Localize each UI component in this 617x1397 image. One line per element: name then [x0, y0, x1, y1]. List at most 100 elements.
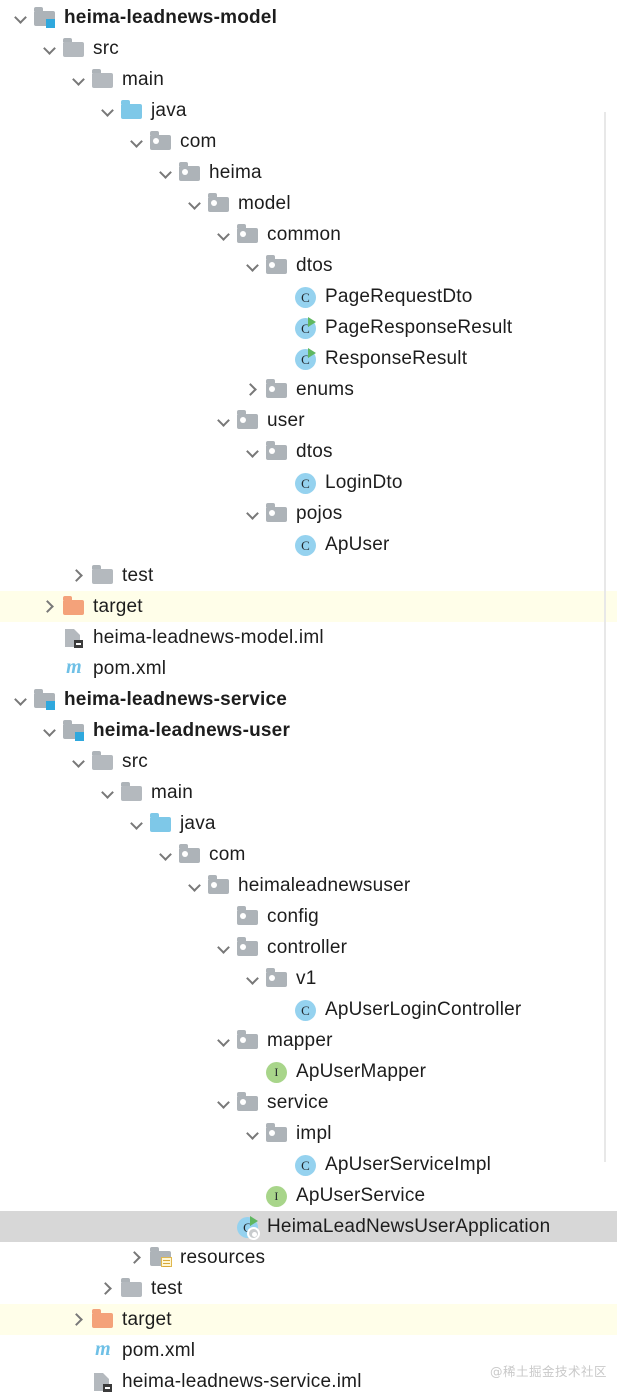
tree-row[interactable]: test: [0, 1273, 617, 1304]
tree-row[interactable]: common: [0, 219, 617, 250]
tree-row[interactable]: dtos: [0, 436, 617, 467]
chevron-down-icon[interactable]: [12, 2, 32, 33]
chevron-down-icon[interactable]: [157, 157, 177, 188]
package-folder-icon: [264, 1118, 290, 1149]
chevron-down-icon[interactable]: [244, 436, 264, 467]
chevron-right-icon[interactable]: [99, 1273, 119, 1304]
chevron-down-icon[interactable]: [186, 188, 206, 219]
chevron-down-icon[interactable]: [186, 870, 206, 901]
tree-row[interactable]: pojos: [0, 498, 617, 529]
tree-row-label: ApUser: [325, 533, 390, 555]
tree-row[interactable]: java: [0, 95, 617, 126]
tree-row[interactable]: heima-leadnews-user: [0, 715, 617, 746]
tree-row[interactable]: heimaleadnewsuser: [0, 870, 617, 901]
chevron-down-icon[interactable]: [215, 219, 235, 250]
chevron-down-icon[interactable]: [157, 839, 177, 870]
tree-row-label: ApUserService: [296, 1184, 426, 1206]
tree-row[interactable]: config: [0, 901, 617, 932]
tree-row-label: resources: [180, 1246, 266, 1268]
tree-row[interactable]: controller: [0, 932, 617, 963]
tree-row[interactable]: heima-leadnews-service: [0, 684, 617, 715]
chevron-down-icon[interactable]: [215, 405, 235, 436]
chevron-right-icon[interactable]: [70, 1304, 90, 1335]
chevron-down-icon[interactable]: [70, 746, 90, 777]
chevron-right-icon[interactable]: [128, 1242, 148, 1273]
sources-root-folder-icon: [148, 808, 174, 839]
chevron-down-icon[interactable]: [244, 498, 264, 529]
java-class-icon: C: [293, 529, 319, 560]
module-folder-icon: [32, 684, 58, 715]
tree-row-label: java: [151, 99, 187, 121]
chevron-down-icon[interactable]: [215, 932, 235, 963]
chevron-right-icon[interactable]: [244, 374, 264, 405]
tree-row[interactable]: impl: [0, 1118, 617, 1149]
tree-row[interactable]: main: [0, 64, 617, 95]
tree-row[interactable]: src: [0, 33, 617, 64]
chevron-down-icon[interactable]: [244, 1118, 264, 1149]
tree-row[interactable]: v1: [0, 963, 617, 994]
chevron-down-icon[interactable]: [244, 250, 264, 281]
tree-row[interactable]: enums: [0, 374, 617, 405]
chevron-right-icon[interactable]: [41, 591, 61, 622]
tree-row[interactable]: target: [0, 1304, 617, 1335]
tree-row[interactable]: com: [0, 126, 617, 157]
tree-row[interactable]: test: [0, 560, 617, 591]
sources-root-folder-icon: [119, 95, 145, 126]
folder-icon: [90, 64, 116, 95]
tree-row[interactable]: user: [0, 405, 617, 436]
chevron-down-icon[interactable]: [99, 95, 119, 126]
tree-row[interactable]: heima-leadnews-service.iml: [0, 1366, 617, 1397]
tree-row[interactable]: mapper: [0, 1025, 617, 1056]
twisty-placeholder: [273, 343, 293, 374]
tree-row[interactable]: C ApUser: [0, 529, 617, 560]
tree-row[interactable]: heima-leadnews-model: [0, 2, 617, 33]
tree-row-label: ResponseResult: [325, 347, 468, 369]
java-class-runnable-icon: C: [293, 343, 319, 374]
chevron-down-icon[interactable]: [128, 126, 148, 157]
vertical-scrollbar[interactable]: [604, 112, 606, 1162]
tree-row-label: heima-leadnews-service: [64, 688, 288, 710]
tree-row[interactable]: src: [0, 746, 617, 777]
twisty-placeholder: [215, 1211, 235, 1242]
chevron-down-icon[interactable]: [99, 777, 119, 808]
tree-row[interactable]: target: [0, 591, 617, 622]
package-folder-icon: [235, 1087, 261, 1118]
tree-row[interactable]: model: [0, 188, 617, 219]
tree-row[interactable]: service: [0, 1087, 617, 1118]
tree-row-label: LoginDto: [325, 471, 403, 493]
twisty-placeholder: [273, 994, 293, 1025]
tree-row[interactable]: java: [0, 808, 617, 839]
tree-row[interactable]: main: [0, 777, 617, 808]
tree-row[interactable]: com: [0, 839, 617, 870]
chevron-down-icon[interactable]: [12, 684, 32, 715]
tree-row[interactable]: resources: [0, 1242, 617, 1273]
tree-row-label: com: [209, 843, 246, 865]
tree-row-label: target: [122, 1308, 172, 1330]
chevron-down-icon[interactable]: [41, 715, 61, 746]
tree-row[interactable]: heima-leadnews-model.iml: [0, 622, 617, 653]
iml-file-icon: [61, 622, 87, 653]
folder-icon: [90, 746, 116, 777]
chevron-down-icon[interactable]: [215, 1087, 235, 1118]
chevron-down-icon[interactable]: [215, 1025, 235, 1056]
chevron-down-icon[interactable]: [128, 808, 148, 839]
package-folder-icon: [206, 188, 232, 219]
tree-row[interactable]: heima: [0, 157, 617, 188]
tree-row[interactable]: C ResponseResult: [0, 343, 617, 374]
tree-row[interactable]: dtos: [0, 250, 617, 281]
chevron-down-icon[interactable]: [41, 33, 61, 64]
chevron-down-icon[interactable]: [70, 64, 90, 95]
chevron-down-icon[interactable]: [244, 963, 264, 994]
chevron-right-icon[interactable]: [70, 560, 90, 591]
